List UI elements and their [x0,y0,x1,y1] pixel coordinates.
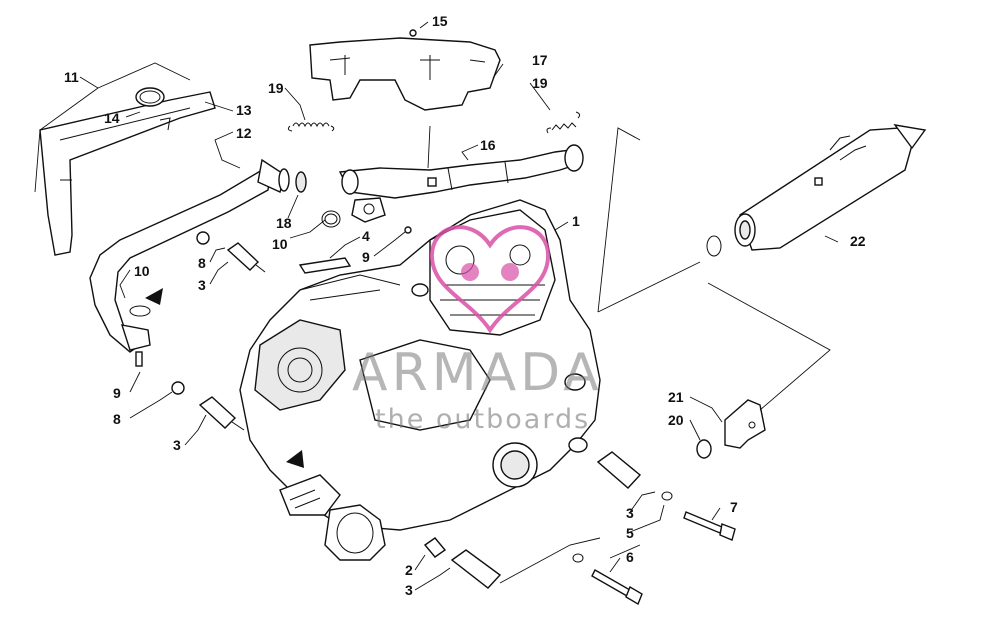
mount-part-3-bottom [450,549,502,589]
mount-part-3-right [596,451,642,489]
heat-shield-part-13 [39,91,216,256]
callout-3-lower: 3 [173,437,181,453]
callout-22: 22 [850,233,866,249]
callout-3-right: 3 [626,505,634,521]
callout-15: 15 [432,13,448,29]
heat-shield-part-17 [309,37,501,111]
callout-13: 13 [236,102,252,118]
bolt-part-9-lower [135,351,143,367]
spacer-part-2 [423,537,447,558]
callout-14: 14 [104,110,120,126]
watermark-tagline: the outboards [375,404,590,435]
gasket-part-muffler [706,235,722,257]
callout-19-left: 19 [268,80,284,96]
callout-18: 18 [276,215,292,231]
callout-6: 6 [626,549,634,565]
callout-8-upper: 8 [198,255,206,271]
bolt-part-7 [683,511,736,541]
mount-part-3-upper [226,242,266,273]
screw-part-15 [409,29,417,37]
washer-part-8-lower [171,381,185,395]
callout-8-lower: 8 [113,411,121,427]
callout-9-lower: 9 [113,385,121,401]
watermark-logo-icon [429,225,551,334]
callout-11: 11 [64,69,79,85]
callout-12: 12 [236,125,252,141]
exhaust-pipe-part-12 [89,158,290,353]
washer-part-5-upper [661,491,673,501]
spring-part-19-left [287,122,335,132]
label-part-4 [298,257,352,274]
callout-16: 16 [480,137,496,153]
head-pipe-part-16 [338,144,584,223]
direction-arrow-left [145,288,163,305]
callout-21: 21 [668,389,684,405]
callout-10-lower: 10 [134,263,150,279]
callout-4: 4 [362,228,370,244]
leader-lines [34,21,839,591]
gasket-part-10-lower [129,305,151,317]
callout-20: 20 [668,412,684,428]
callout-17: 17 [532,52,548,68]
callout-3-bottom: 3 [405,582,413,598]
washer-part-8-upper [196,231,210,245]
callout-2: 2 [405,562,413,578]
callout-19-right: 19 [532,75,548,91]
callout-1: 1 [572,213,580,229]
bolt-part-9-upper [404,226,412,234]
gasket-part-10-upper [321,210,341,228]
callout-10-upper: 10 [272,236,288,252]
callout-3-upper: 3 [198,277,206,293]
bolt-part-6 [591,569,643,606]
muffler-part-22 [734,124,927,251]
callout-5: 5 [626,525,634,541]
callout-9-upper: 9 [362,249,370,265]
direction-arrow-engine [286,450,304,468]
washer-part-5-lower [572,553,584,563]
spring-part-19-right [546,111,581,134]
clamp-part-14 [135,87,165,107]
watermark-brand: ARMADA [352,343,603,403]
grommet-part-20 [696,439,712,459]
seal-part-18 [295,171,307,193]
engine-part-1 [239,199,601,561]
mount-part-3-lower-left [198,396,245,431]
callout-7: 7 [730,499,738,515]
callouts: 11 14 13 12 19 15 17 19 16 18 10 4 9 1 8… [64,13,866,598]
watermark: ARMADA the outboards [352,225,603,435]
bracket-part-21 [724,399,766,449]
